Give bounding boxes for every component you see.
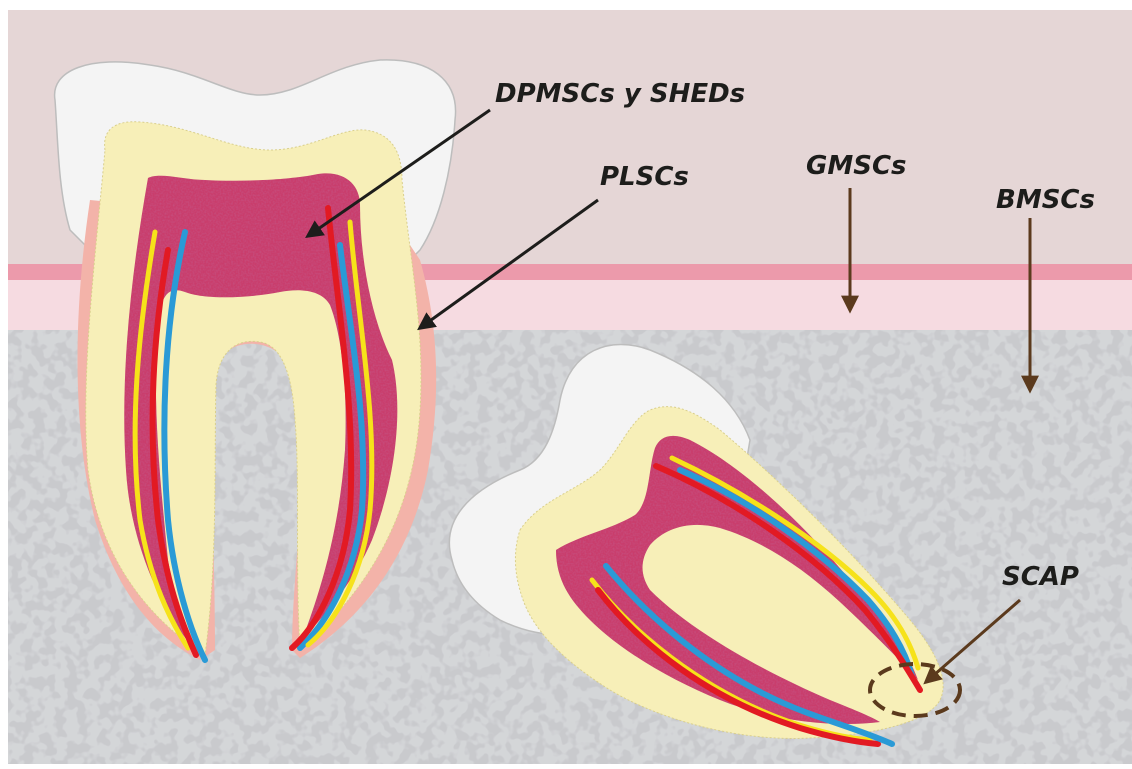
label-plscs: PLSCs	[600, 162, 689, 192]
label-dpmsc-sheds: DPMSCs y SHEDs	[495, 79, 745, 109]
label-bmscs: BMSCs	[996, 185, 1095, 215]
label-scap: SCAP	[1002, 562, 1079, 592]
label-gmscs: GMSCs	[806, 151, 907, 181]
